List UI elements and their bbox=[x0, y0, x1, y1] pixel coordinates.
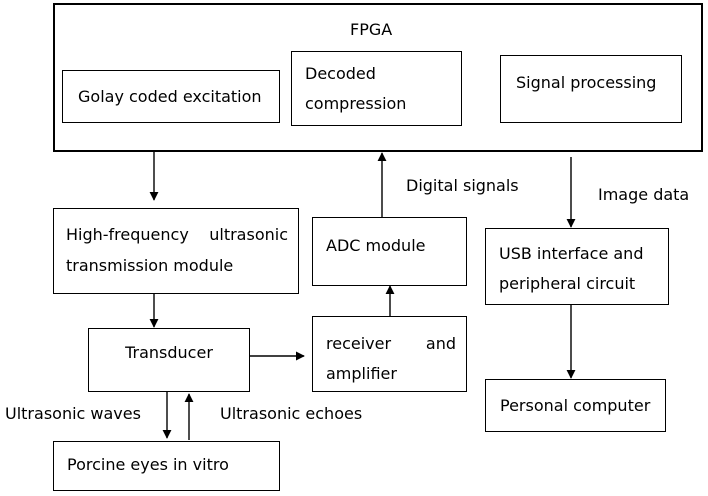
personal-computer-box bbox=[485, 379, 666, 432]
usb-interface-label-line1: USB interface and bbox=[499, 244, 644, 263]
fpga-label: FPGA bbox=[350, 20, 393, 39]
signal-processing-label: Signal processing bbox=[516, 73, 657, 92]
golay-label: Golay coded excitation bbox=[78, 87, 262, 106]
digital-signals-label: Digital signals bbox=[406, 176, 519, 195]
hf-transmission-label-line1: High-frequency ultrasonic bbox=[66, 225, 288, 244]
receiver-amplifier-box bbox=[312, 316, 467, 392]
receiver-amplifier-label-line1: receiver and bbox=[326, 334, 456, 353]
ultrasonic-waves-label: Ultrasonic waves bbox=[5, 404, 141, 423]
receiver-amplifier-label-line2: amplifier bbox=[326, 364, 397, 383]
image-data-label: Image data bbox=[598, 185, 690, 204]
porcine-eyes-box bbox=[53, 441, 280, 491]
porcine-eyes-label: Porcine eyes in vitro bbox=[67, 455, 229, 474]
personal-computer-label: Personal computer bbox=[500, 396, 651, 415]
decoded-compression-box bbox=[291, 51, 462, 126]
golay-box bbox=[62, 70, 280, 123]
decoded-compression-label-line2: compression bbox=[305, 94, 407, 113]
ultrasonic-echoes-label: Ultrasonic echoes bbox=[220, 404, 363, 423]
signal-processing-box bbox=[500, 55, 682, 123]
adc-module-label: ADC module bbox=[326, 236, 426, 255]
usb-interface-box bbox=[485, 228, 669, 305]
usb-interface-label-line2: peripheral circuit bbox=[499, 274, 636, 293]
transducer-box bbox=[88, 328, 250, 392]
decoded-compression-label-line1: Decoded bbox=[305, 64, 376, 83]
hf-transmission-box bbox=[53, 208, 299, 294]
hf-transmission-label-line2: transmission module bbox=[66, 256, 234, 275]
transducer-label: Transducer bbox=[125, 343, 213, 362]
adc-module-box bbox=[312, 217, 467, 286]
